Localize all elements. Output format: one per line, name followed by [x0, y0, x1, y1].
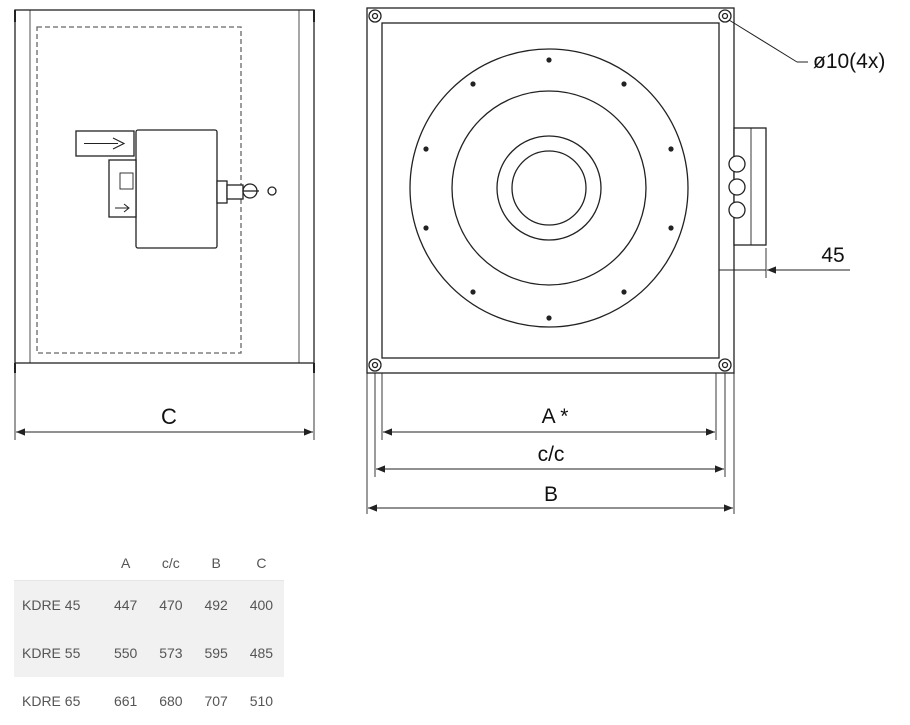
table-header-cell: c/c — [148, 546, 194, 581]
fan-middle-ring — [451, 90, 647, 286]
table-cell: 447 — [103, 580, 149, 629]
table-cell: 492 — [193, 580, 239, 629]
table-cell: 573 — [148, 629, 194, 677]
dim-label-b: B — [544, 483, 558, 506]
technical-drawing: C — [14, 7, 885, 514]
dim-label-c: C — [161, 404, 177, 429]
inner-panel — [381, 22, 720, 359]
fan-hub-inner — [511, 150, 587, 226]
table-row: KDRE 55 550 573 595 485 — [14, 629, 284, 677]
corner-hole — [368, 358, 382, 372]
table-header-row: A c/c B C — [14, 546, 284, 581]
dim-label-45: 45 — [821, 244, 844, 267]
table-cell: 707 — [204, 693, 228, 709]
table-header-cell: C — [238, 546, 284, 581]
table-cell: 680 — [159, 693, 183, 709]
corner-hole — [718, 9, 732, 23]
cable-gland — [216, 180, 228, 204]
table-cell: 470 — [148, 580, 194, 629]
dimension-table: A c/c B C KDRE 45 447 470 492 400 KDRE 5… — [14, 546, 284, 725]
model-cell: KDRE 45 — [14, 580, 103, 629]
table-cell: 595 — [193, 629, 239, 677]
front-flange — [366, 7, 735, 374]
front-view — [366, 7, 850, 514]
dim-label-a: A * — [542, 405, 569, 428]
fan-outer-ring — [409, 48, 689, 328]
table-header-cell: B — [193, 546, 239, 581]
table-cell: 661 — [113, 693, 138, 709]
corner-hole — [368, 9, 382, 23]
corner-hole — [718, 358, 732, 372]
hole-callout-label: ø10(4x) — [813, 50, 885, 73]
table-row: KDRE 45 447 470 492 400 — [14, 580, 284, 629]
side-view — [14, 9, 315, 440]
fan-bolt-dots — [423, 57, 674, 321]
table-cell: 550 — [103, 629, 149, 677]
model-cell: KDRE 65 — [22, 693, 81, 709]
table-header-cell — [14, 546, 103, 581]
fan-hub-outer — [496, 135, 602, 241]
model-cell: KDRE 55 — [14, 629, 103, 677]
table-cell: 510 — [249, 693, 274, 709]
table-cell: 400 — [238, 580, 284, 629]
access-panel-dashed — [36, 26, 242, 354]
junction-box — [135, 129, 218, 249]
dim-label-cc: c/c — [538, 443, 565, 466]
table-header-cell: A — [103, 546, 149, 581]
table-row: KDRE 65 661 680 707 510 — [14, 677, 284, 725]
hole-callout-leader — [728, 19, 798, 63]
table-cell: 485 — [238, 629, 284, 677]
